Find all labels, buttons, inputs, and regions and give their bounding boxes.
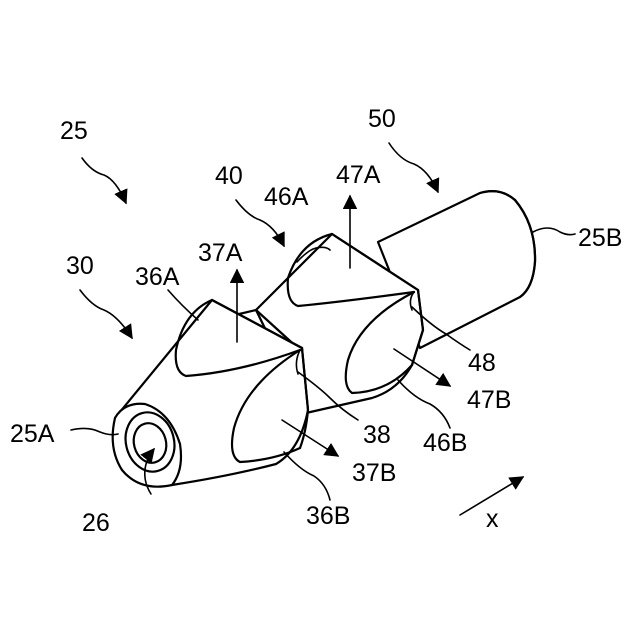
label-38: 38: [363, 421, 391, 449]
label-36A: 36A: [135, 263, 180, 291]
leader-30: [80, 290, 132, 338]
leader-25: [82, 158, 126, 203]
label-25: 25: [60, 117, 88, 145]
leader-25B: [533, 228, 575, 235]
leader-36B: [284, 452, 330, 500]
label-25B: 25B: [578, 224, 622, 252]
label-36B: 36B: [306, 502, 350, 530]
label-48: 48: [468, 349, 496, 377]
label-37B: 37B: [352, 459, 396, 487]
label-47A: 47A: [336, 161, 381, 189]
label-26: 26: [82, 509, 110, 537]
leader-50: [389, 143, 438, 192]
label-x: x: [486, 505, 499, 533]
label-50: 50: [368, 105, 396, 133]
label-25A: 25A: [10, 420, 55, 448]
label-40: 40: [215, 162, 243, 190]
label-30: 30: [66, 252, 94, 280]
label-46B: 46B: [423, 429, 467, 457]
leader-25A: [71, 428, 118, 434]
leader-36A: [168, 290, 198, 320]
label-37A: 37A: [198, 239, 243, 267]
label-46A: 46A: [264, 183, 309, 211]
leader-46B: [398, 380, 450, 428]
label-47B: 47B: [467, 386, 511, 414]
